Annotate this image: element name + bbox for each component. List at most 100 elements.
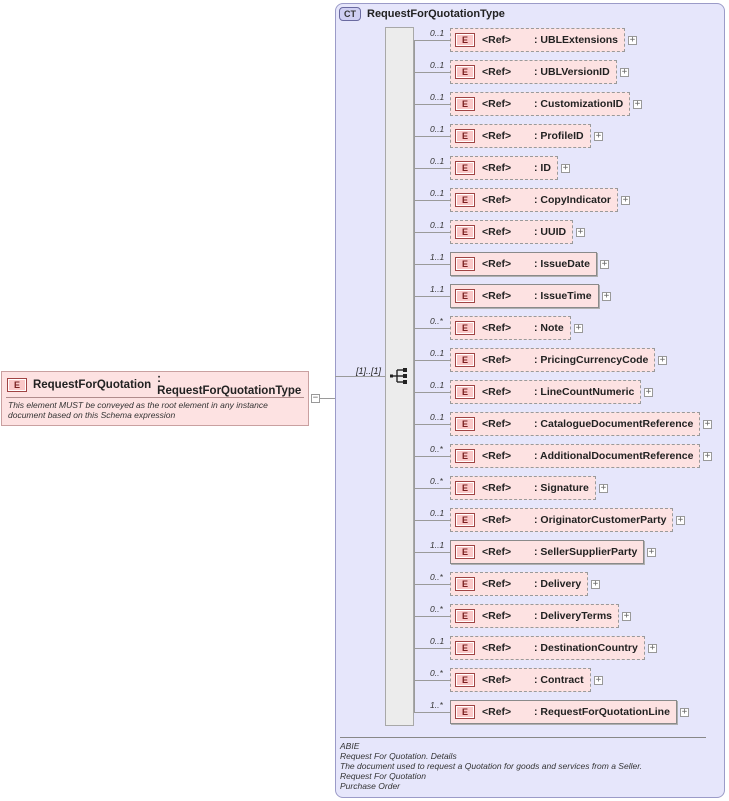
complex-type-title: RequestForQuotationType	[367, 8, 505, 20]
child-ref-label: <Ref>	[482, 226, 512, 238]
child-element-box[interactable]: E<Ref>: AdditionalDocumentReference	[450, 444, 701, 468]
child-element-box[interactable]: E<Ref>: Signature	[450, 476, 596, 500]
child-cardinality: 0..1	[430, 124, 445, 134]
expand-toggle-icon[interactable]: +	[703, 419, 712, 429]
child-connector-line	[414, 680, 450, 681]
element-icon: E	[455, 385, 475, 399]
documentation-line: Request For Quotation. Details	[340, 751, 457, 761]
child-element-row: 0..*E<Ref>: Contract+	[0, 667, 729, 695]
child-ref-label: <Ref>	[482, 386, 512, 398]
child-element-name: : DestinationCountry	[534, 642, 638, 654]
child-element-name: : CopyIndicator	[534, 194, 612, 206]
child-connector-line	[414, 264, 450, 265]
child-connector-line	[414, 712, 450, 713]
root-element-box[interactable]: E RequestForQuotation : RequestForQuotat…	[1, 371, 309, 426]
expand-toggle-icon[interactable]: +	[644, 387, 653, 397]
expand-toggle-icon[interactable]: +	[576, 227, 585, 237]
child-ref-label: <Ref>	[482, 706, 512, 718]
documentation-line: Purchase Order	[340, 781, 400, 791]
expand-toggle-icon[interactable]: +	[647, 547, 656, 557]
child-cardinality: 0..*	[430, 604, 443, 614]
child-connector-line	[414, 40, 450, 41]
sequence-icon[interactable]	[390, 366, 410, 386]
child-element-name: : OriginatorCustomerParty	[534, 514, 667, 526]
expand-toggle-icon[interactable]: +	[628, 35, 637, 45]
child-element-box[interactable]: E<Ref>: Delivery	[450, 572, 589, 596]
child-element-box[interactable]: E<Ref>: Contract	[450, 668, 591, 692]
child-ref-label: <Ref>	[482, 610, 512, 622]
child-cardinality: 1..1	[430, 540, 445, 550]
element-icon: E	[455, 129, 475, 143]
child-element-name: : Signature	[534, 482, 589, 494]
child-element-box[interactable]: E<Ref>: CustomizationID	[450, 92, 631, 116]
child-element-box[interactable]: E<Ref>: OriginatorCustomerParty	[450, 508, 674, 532]
element-icon: E	[455, 481, 475, 495]
collapse-toggle-icon[interactable]: −	[311, 393, 320, 403]
root-element-documentation: This element MUST be conveyed as the roo…	[8, 400, 268, 420]
element-icon: E	[455, 193, 475, 207]
child-cardinality: 0..*	[430, 572, 443, 582]
documentation-line: Request For Quotation	[340, 771, 426, 781]
element-icon: E	[455, 609, 475, 623]
child-cardinality: 0..1	[430, 92, 445, 102]
child-element-box[interactable]: E<Ref>: UUID	[450, 220, 574, 244]
child-element-box[interactable]: E<Ref>: LineCountNumeric	[450, 380, 642, 404]
child-connector-line	[414, 552, 450, 553]
child-element-box[interactable]: E<Ref>: DeliveryTerms	[450, 604, 620, 628]
child-element-box[interactable]: E<Ref>: SellerSupplierParty	[450, 540, 645, 564]
child-cardinality: 1..*	[430, 700, 443, 710]
child-element-name: : ID	[534, 162, 551, 174]
expand-toggle-icon[interactable]: +	[594, 131, 603, 141]
child-connector-line	[414, 648, 450, 649]
child-connector-line	[414, 424, 450, 425]
expand-toggle-icon[interactable]: +	[602, 291, 611, 301]
child-element-box[interactable]: E<Ref>: Note	[450, 316, 571, 340]
child-element-box[interactable]: E<Ref>: PricingCurrencyCode	[450, 348, 656, 372]
expand-toggle-icon[interactable]: +	[633, 99, 642, 109]
expand-toggle-icon[interactable]: +	[599, 483, 608, 493]
child-ref-label: <Ref>	[482, 546, 512, 558]
expand-toggle-icon[interactable]: +	[622, 611, 631, 621]
expand-toggle-icon[interactable]: +	[561, 163, 570, 173]
child-element-box[interactable]: E<Ref>: ID	[450, 156, 558, 180]
expand-toggle-icon[interactable]: +	[594, 675, 603, 685]
child-ref-label: <Ref>	[482, 418, 512, 430]
child-element-name: : Delivery	[534, 578, 582, 590]
expand-toggle-icon[interactable]: +	[703, 451, 712, 461]
child-element-box[interactable]: E<Ref>: DestinationCountry	[450, 636, 645, 660]
child-connector-line	[414, 456, 450, 457]
child-element-box[interactable]: E<Ref>: CatalogueDocumentReference	[450, 412, 701, 436]
expand-toggle-icon[interactable]: +	[574, 323, 583, 333]
child-connector-line	[414, 584, 450, 585]
child-cardinality: 0..*	[430, 316, 443, 326]
expand-toggle-icon[interactable]: +	[621, 195, 630, 205]
child-ref-label: <Ref>	[482, 130, 512, 142]
root-element-header: E RequestForQuotation : RequestForQuotat…	[7, 373, 308, 397]
child-element-box[interactable]: E<Ref>: RequestForQuotationLine	[450, 700, 677, 724]
child-element-box[interactable]: E<Ref>: UBLVersionID	[450, 60, 617, 84]
child-element-box[interactable]: E<Ref>: ProfileID	[450, 124, 591, 148]
child-element-name: : UUID	[534, 226, 567, 238]
child-element-name: : UBLExtensions	[534, 34, 619, 46]
expand-toggle-icon[interactable]: +	[658, 355, 667, 365]
expand-toggle-icon[interactable]: +	[648, 643, 657, 653]
child-element-name: : UBLVersionID	[534, 66, 610, 78]
child-element-box[interactable]: E<Ref>: IssueDate	[450, 252, 598, 276]
element-icon: E	[455, 705, 475, 719]
child-element-box[interactable]: E<Ref>: UBLExtensions	[450, 28, 626, 52]
expand-toggle-icon[interactable]: +	[676, 515, 685, 525]
expand-toggle-icon[interactable]: +	[620, 67, 629, 77]
expand-toggle-icon[interactable]: +	[600, 259, 609, 269]
expand-toggle-icon[interactable]: +	[591, 579, 600, 589]
child-connector-line	[414, 72, 450, 73]
child-cardinality: 1..1	[430, 284, 445, 294]
child-connector-line	[414, 392, 450, 393]
expand-toggle-icon[interactable]: +	[680, 707, 689, 717]
child-element-box[interactable]: E<Ref>: CopyIndicator	[450, 188, 619, 212]
complex-type-header: CT RequestForQuotationType	[339, 7, 505, 21]
child-element-box[interactable]: E<Ref>: IssueTime	[450, 284, 599, 308]
